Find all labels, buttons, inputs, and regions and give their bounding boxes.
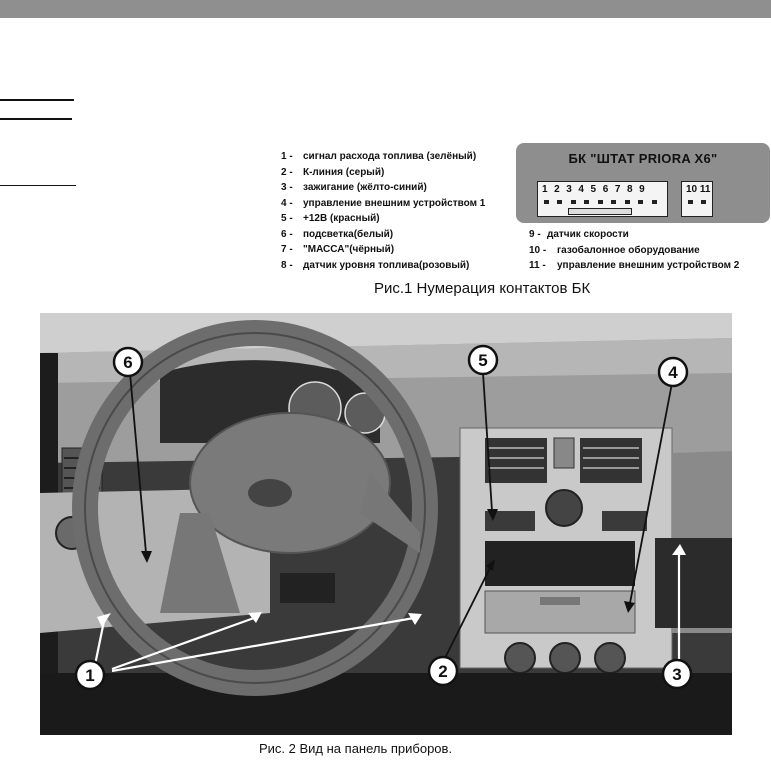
callout-5: [467, 344, 499, 376]
connector-extra-block: 10 11: [681, 181, 713, 217]
callout-1: [74, 659, 106, 691]
callout-3-label: 3: [672, 665, 681, 684]
pin-row: 4 -управление внешним устройством 1: [281, 197, 486, 209]
callout-6: [112, 346, 144, 378]
arrow-4: [629, 382, 673, 604]
arrow-1c: [111, 616, 415, 673]
arrow-6-head: [141, 551, 152, 563]
callout-4: [657, 356, 689, 388]
pin-contact: [652, 200, 657, 204]
callout-3: [661, 658, 693, 690]
callout-2: [427, 655, 459, 687]
dashboard-illustration: 1 2 3 4 5 6: [40, 313, 732, 735]
arrow-1b-head: [248, 612, 262, 623]
pin-contact: [688, 200, 693, 204]
pin-row: 8 -датчик уровня топлива(розовый): [281, 259, 470, 271]
dashboard-photo: 1 2 3 4 5 6: [40, 313, 732, 735]
pin-row: 6 -подсветка(белый): [281, 228, 394, 240]
pin-contact: [584, 200, 589, 204]
underline-1: [0, 99, 74, 101]
underline-2: [0, 118, 72, 120]
figure1-caption: Рис.1 Нумерация контактов БК: [374, 280, 591, 297]
arrow-1b: [111, 616, 255, 671]
pin-contact: [611, 200, 616, 204]
connector-latch: [568, 208, 632, 215]
underline-3: [0, 185, 76, 186]
pin-list-right: 9 -датчик скорости 10 -газобалонное обор…: [529, 227, 739, 274]
arrow-5: [482, 372, 493, 512]
pin-contact: [701, 200, 706, 204]
connector-main-block: 1 2 3 4 5 6 7 8 9: [537, 181, 668, 217]
pin-list-left: 1 -сигнал расхода топлива (зелёный) 2 -К…: [281, 149, 485, 273]
pin-contact: [571, 200, 576, 204]
arrow-1c-head: [408, 613, 422, 625]
connector-diagram: БК "ШТАТ PRIORA X6" 1 2 3 4 5 6 7 8 9 10…: [516, 143, 770, 223]
arrow-2-head: [486, 559, 495, 571]
arrow-4-head: [624, 601, 635, 613]
pin-row: 9 -датчик скорости: [529, 229, 629, 240]
connector-main-pins: 1 2 3 4 5 6 7 8 9: [542, 184, 647, 195]
pin-contact: [625, 200, 630, 204]
top-header-bar: [0, 0, 771, 18]
pin-row: 3 -зажигание (жёлто-синий): [281, 182, 427, 193]
pin-row: 10 -газобалонное оборудование: [529, 244, 700, 256]
callout-6-label: 6: [123, 353, 132, 372]
callout-4-label: 4: [668, 363, 678, 382]
arrow-1a: [93, 620, 106, 666]
connector-title: БК "ШТАТ PRIORA X6": [568, 151, 718, 166]
pin-row: 5 -+12В (красный): [281, 213, 380, 224]
pin-row: 11 -управление внешним устройством 2: [529, 260, 740, 271]
pin-contact: [557, 200, 562, 204]
callout-2-label: 2: [438, 662, 447, 681]
arrow-6: [129, 372, 147, 554]
pin-contact: [544, 200, 549, 204]
pin-row: 7 -"МАССА"(чёрный): [281, 244, 395, 255]
figure2-caption: Рис. 2 Вид на панель приборов.: [259, 741, 453, 756]
arrow-3-head: [672, 544, 686, 555]
pin-row: 2 -К-линия (серый): [281, 166, 385, 178]
pin-row: 1 -сигнал расхода топлива (зелёный): [281, 151, 477, 162]
arrow-2: [444, 567, 491, 659]
pin-contact: [598, 200, 603, 204]
arrow-5-head: [487, 509, 498, 521]
callout-1-label: 1: [85, 666, 94, 685]
pin-contact: [638, 200, 643, 204]
callout-5-label: 5: [478, 351, 487, 370]
arrow-1a-head: [97, 613, 111, 627]
connector-extra-pins: 10 11: [686, 184, 711, 195]
